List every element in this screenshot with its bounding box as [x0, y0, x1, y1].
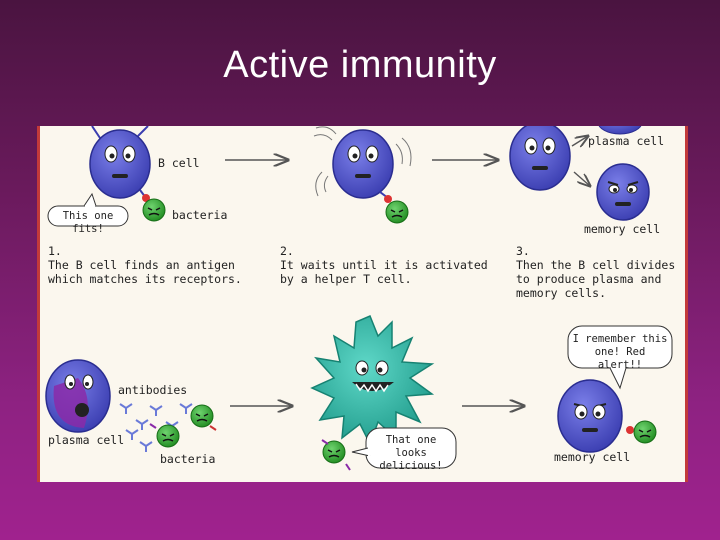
plasma-cell-bottom [45, 359, 111, 433]
bacteria-2 [385, 200, 409, 224]
step-3-number: 3. [516, 244, 530, 258]
bacteria-bottom-3 [321, 439, 351, 471]
step-3-text: Then the B cell divides to produce plasm… [516, 258, 676, 300]
label-b-cell: B cell [158, 156, 200, 170]
memory-cell-bottom [557, 379, 634, 453]
label-memory-cell-top: memory cell [584, 222, 661, 236]
speech-bubble-3 [567, 325, 673, 390]
bacteria-bottom-1 [190, 404, 217, 431]
memory-cell-top [596, 163, 650, 221]
speech-text-1: This one fits! [62, 210, 114, 235]
bacteria-bottom-2 [149, 423, 180, 448]
label-memory-cell-bottom: memory cell [554, 450, 631, 464]
speech-text-3: I remember this one! Red alert!! [572, 333, 668, 371]
b-cell-1 [89, 126, 151, 202]
speech-bubble-1 [47, 192, 129, 227]
step-2-number: 2. [280, 244, 294, 258]
step-2-text: It waits until it is activated by a help… [280, 258, 488, 286]
macrophage-monster [310, 315, 435, 446]
slide-title: Active immunity [223, 44, 497, 86]
label-bacteria-bottom: bacteria [160, 452, 216, 466]
plasma-cell-top [598, 126, 642, 135]
bacteria-1 [142, 198, 166, 222]
speech-text-2: That one looks delicious! [379, 434, 443, 472]
label-antibodies: antibodies [118, 383, 188, 397]
step-1-text: The B cell finds an antigen which matche… [48, 258, 242, 286]
label-bacteria-top: bacteria [172, 208, 228, 222]
b-cell-3 [509, 126, 571, 191]
diagram-artwork [45, 126, 673, 471]
b-cell-2 [313, 126, 412, 203]
immunity-diagram: B cell bacteria plasma cell memory cell … [37, 126, 688, 482]
speech-bubble-2 [351, 427, 457, 469]
label-plasma-cell-bottom: plasma cell [48, 433, 125, 447]
label-plasma-cell-top: plasma cell [588, 134, 665, 148]
bacteria-bottom-4 [633, 420, 657, 444]
step-1-number: 1. [48, 244, 62, 258]
